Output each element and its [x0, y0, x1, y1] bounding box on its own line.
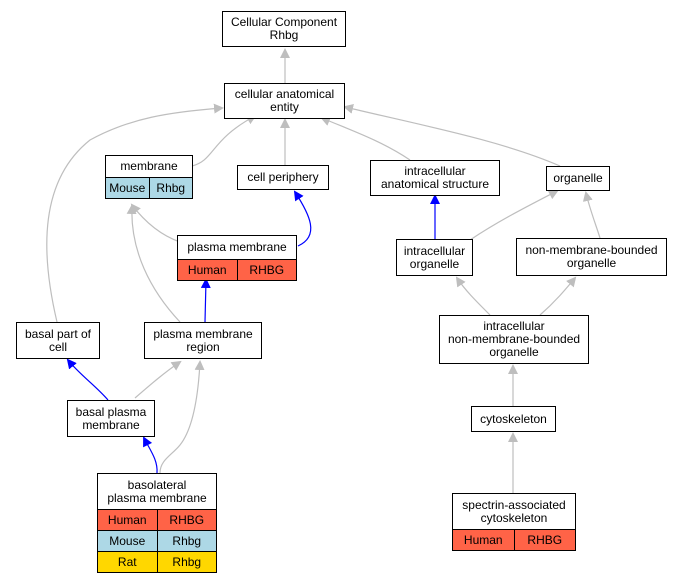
node-intracellular-anatomical-structure[interactable]: intracellular anatomical structure [370, 160, 500, 196]
node-cellular-anatomical-entity[interactable]: cellular anatomical entity [224, 83, 345, 119]
node-spectrin-associated-cytoskeleton[interactable]: spectrin-associated cytoskeleton Human R… [452, 493, 576, 551]
node-cell-periphery[interactable]: cell periphery [237, 165, 329, 190]
edge-membrane-cae [191, 115, 257, 167]
node-plasma-membrane-region[interactable]: plasma membrane region [144, 322, 262, 359]
node-label: plasma membrane region [153, 326, 253, 354]
node-label: basal part of cell [24, 326, 92, 354]
edge-inmbo-nmbo [539, 276, 577, 316]
gene-cell: RHBG [156, 510, 216, 530]
node-label: spectrin-associated cytoskeleton [462, 497, 566, 525]
gene-cell: Rhbg [156, 531, 216, 551]
node-label: organelle [553, 171, 603, 185]
edge-intraorg-organelle [469, 190, 559, 241]
edge-pmr-plasmamembrane [200, 278, 211, 323]
node-label: basolateral plasma membrane [107, 477, 207, 505]
node-intracellular-organelle[interactable]: intracellular organelle [396, 239, 473, 276]
edge-organelle-cae [343, 104, 561, 167]
gene-cell: RHBG [236, 260, 296, 280]
node-basal-part-of-cell[interactable]: basal part of cell [16, 322, 100, 359]
node-cytoskeleton[interactable]: cytoskeleton [471, 406, 556, 432]
node-non-membrane-bounded-organelle[interactable]: non-membrane-bounded organelle [516, 238, 667, 276]
node-label: plasma membrane [187, 240, 287, 254]
edge-blpm-bpm [143, 436, 158, 474]
annotation-row: Human RHBG [453, 529, 575, 550]
edge-blpm-pmr [159, 360, 205, 474]
species-cell: Mouse [106, 178, 149, 198]
species-cell: Mouse [98, 531, 157, 551]
species-cell: Human [98, 510, 157, 530]
node-basal-plasma-membrane[interactable]: basal plasma membrane [67, 400, 155, 437]
annotation-row: Rat Rhbg [98, 551, 216, 572]
edge-basalpart-cae [46, 103, 224, 323]
gene-cell: Rhbg [156, 552, 216, 572]
edge-pmr-membrane [126, 204, 181, 323]
node-label: cellular anatomical entity [234, 87, 335, 114]
node-label: cytoskeleton [480, 411, 547, 426]
node-basolateral-plasma-membrane[interactable]: basolateral plasma membrane Human RHBG M… [97, 473, 217, 573]
annotation-row: Human RHBG [178, 259, 296, 280]
node-label: cell periphery [247, 170, 319, 184]
node-membrane[interactable]: membrane Mouse Rhbg [105, 155, 193, 199]
annotation-row: Mouse Rhbg [98, 530, 216, 551]
node-label: Cellular Component Rhbg [230, 15, 338, 42]
edge-plasmamembrane-cellperiphery [293, 190, 312, 247]
node-label: intracellular organelle [403, 243, 466, 271]
edge-inmbo-intraorg [455, 276, 491, 316]
node-label: intracellular anatomical structure [380, 164, 490, 191]
species-cell: Human [178, 260, 237, 280]
edge-nmbo-organelle [582, 191, 601, 239]
node-label: non-membrane-bounded organelle [525, 243, 658, 270]
annotation-row: Human RHBG [98, 509, 216, 530]
species-cell: Rat [98, 552, 157, 572]
gene-cell: Rhbg [148, 178, 192, 198]
edge-ias-cae [320, 116, 411, 161]
node-plasma-membrane[interactable]: plasma membrane Human RHBG [177, 235, 297, 281]
species-cell: Human [453, 530, 514, 550]
annotation-row: Mouse Rhbg [106, 177, 192, 198]
node-label: basal plasma membrane [75, 404, 147, 432]
node-label: intracellular non-membrane-bounded organ… [447, 319, 581, 359]
node-cellular-component-root[interactable]: Cellular Component Rhbg [222, 11, 346, 47]
node-intracellular-non-membrane-bounded-organelle[interactable]: intracellular non-membrane-bounded organ… [439, 315, 589, 364]
node-organelle[interactable]: organelle [546, 166, 610, 191]
gene-cell: RHBG [513, 530, 575, 550]
edge-plasmamembrane-membrane [130, 203, 181, 243]
edge-bpm-pmr [134, 360, 182, 399]
edge-bpm-basalpart [66, 358, 109, 401]
node-label: membrane [120, 159, 178, 173]
